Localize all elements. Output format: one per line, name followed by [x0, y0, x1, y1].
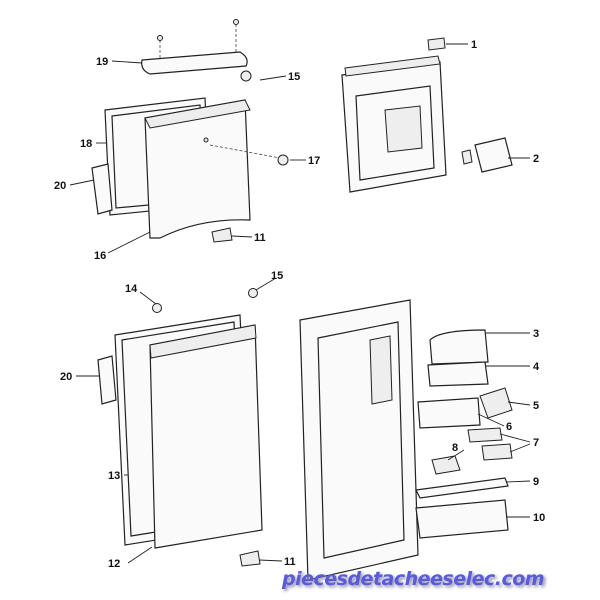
label-15-bottom: 15	[271, 270, 283, 282]
label-6: 6	[506, 421, 512, 433]
label-9: 9	[533, 476, 539, 488]
handle-part-20-bottom	[97, 355, 117, 405]
screw-part-15-bottom	[248, 288, 258, 298]
label-13: 13	[108, 470, 120, 482]
container-part-7b	[481, 443, 513, 461]
label-19: 19	[96, 56, 108, 68]
label-7: 7	[533, 437, 539, 449]
label-11-bottom: 11	[284, 556, 296, 568]
inner-fridge-door	[299, 299, 419, 581]
label-14: 14	[125, 283, 138, 295]
label-20-top: 20	[54, 180, 66, 192]
label-18: 18	[80, 138, 92, 150]
label-11-top: 11	[254, 232, 266, 244]
hinge-part-11-top	[211, 227, 233, 243]
egg-holder-part-5	[479, 387, 513, 419]
label-12: 12	[108, 558, 120, 570]
label-10: 10	[533, 512, 545, 524]
inner-freezer-door	[341, 55, 447, 193]
label-17: 17	[308, 155, 320, 167]
screw-part-15-top	[240, 70, 252, 82]
leader-lines	[69, 43, 531, 564]
plug-part-17	[277, 154, 289, 166]
egg-tray-part-8	[431, 455, 461, 475]
watermark: piecesdetacheeselec.com	[282, 568, 545, 590]
bottle-shelf-part-10	[415, 499, 509, 539]
label-1: 1	[471, 39, 477, 51]
label-8: 8	[452, 442, 458, 454]
label-16: 16	[94, 250, 106, 262]
part-1	[427, 37, 446, 51]
label-5: 5	[533, 400, 539, 412]
hinge-part-11-bottom	[239, 550, 261, 567]
ice-tray-part-2	[461, 137, 513, 173]
grille-part-9	[415, 477, 509, 499]
label-15-top: 15	[288, 71, 300, 83]
cover-part-3	[429, 329, 489, 365]
container-part-7a	[467, 427, 503, 443]
screw-part-14	[152, 303, 162, 313]
freezer-door-part-16	[144, 99, 281, 239]
label-3: 3	[533, 328, 539, 340]
label-20-bottom: 20	[60, 371, 72, 383]
shelf-part-4	[427, 361, 489, 387]
handle-part-20-top	[91, 163, 113, 215]
shelf-part-6	[417, 397, 481, 429]
label-2: 2	[533, 153, 539, 165]
label-4: 4	[533, 361, 540, 373]
fridge-door-part-12	[149, 324, 263, 549]
handle-cover-part-19	[141, 19, 248, 75]
